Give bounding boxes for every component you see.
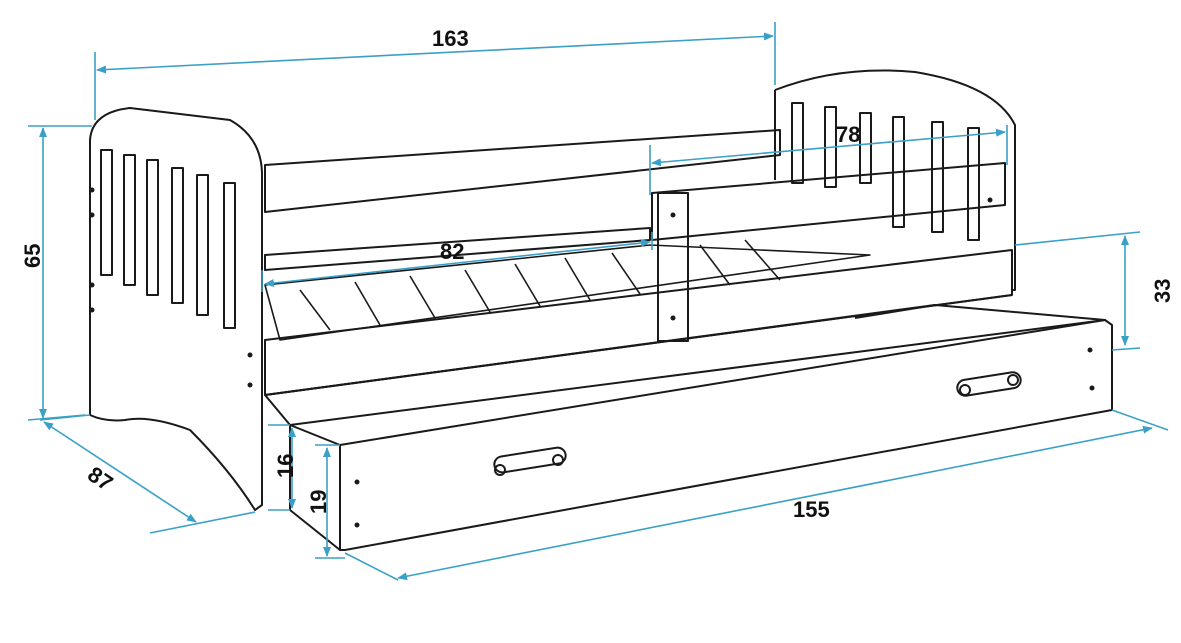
- dimension-lines: [27, 22, 1169, 581]
- label-overall-height: 65: [20, 244, 45, 268]
- label-drawer-length: 155: [793, 497, 830, 522]
- label-drawer-front-inner: 16: [273, 454, 298, 478]
- left-headboard: [89, 107, 263, 511]
- bed-illustration: [89, 69, 1113, 551]
- label-safety-rail-length: 78: [836, 122, 860, 147]
- dimension-labels: 163 65 87 82 78 33 16 19 155: [20, 26, 1175, 522]
- label-overall-length: 163: [432, 26, 469, 51]
- drawer-handle-left: [493, 446, 567, 476]
- label-side-height: 33: [1150, 279, 1175, 303]
- label-drawer-front-outer: 19: [306, 490, 331, 514]
- drawer-handle-right: [956, 371, 1022, 397]
- label-mattress-width: 82: [440, 239, 464, 264]
